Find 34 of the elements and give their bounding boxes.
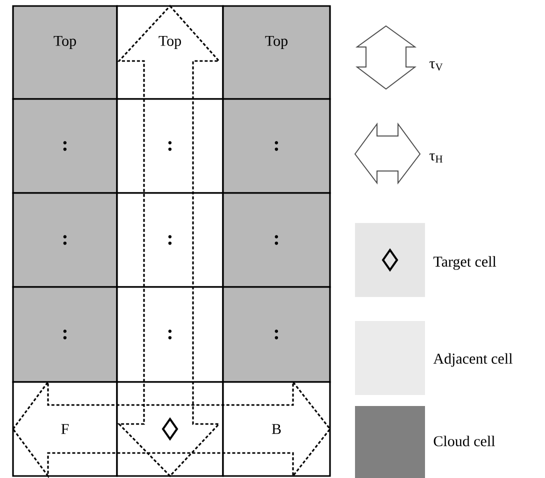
grid-cell: [116, 192, 224, 288]
cell-label: Top: [158, 36, 181, 49]
cell-label: B: [272, 424, 281, 434]
cell-label: :: [63, 330, 67, 340]
legend-label: Target cell: [433, 256, 496, 270]
legend-label: Adjacent cell: [433, 353, 512, 367]
cell-label: :: [63, 141, 67, 151]
cell-label: :: [168, 141, 172, 151]
cell-label: :: [168, 330, 172, 340]
grid-cell: [116, 286, 224, 383]
grid-cell: [222, 98, 331, 194]
cell-label: :: [274, 330, 278, 340]
legend-label: τ$_{H}$: [430, 153, 442, 163]
grid-cell: [12, 98, 118, 194]
cell-label: Top: [54, 36, 76, 49]
cell-label: :: [274, 141, 278, 151]
grid-cell: [12, 286, 118, 383]
grid-cell: [12, 192, 118, 288]
legend-label: Cloud cell: [434, 436, 495, 446]
cell-label: Top: [265, 36, 288, 49]
grid-cell: [116, 98, 224, 194]
cell-label: F: [61, 424, 69, 434]
grid-cell: [222, 381, 331, 477]
grid-cell: [222, 286, 331, 383]
grid-cell: [116, 5, 224, 100]
grid-cell: [116, 381, 224, 477]
legend-label: τ$_{V}$: [430, 61, 443, 71]
grid-cell: [222, 192, 331, 288]
grid-cell: [12, 5, 118, 100]
cell-label: :: [168, 235, 172, 245]
cell-label: :: [274, 235, 278, 245]
cell-label: :: [63, 235, 67, 245]
grid-cell: [222, 5, 331, 100]
grid-cell: [12, 381, 118, 477]
